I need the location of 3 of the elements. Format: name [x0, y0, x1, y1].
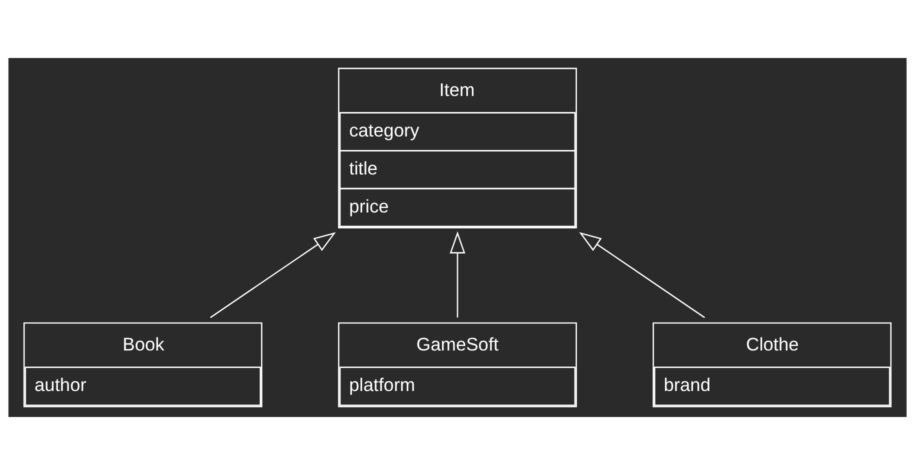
arrow: [210, 232, 336, 318]
arrow: [450, 231, 466, 318]
arrow: [579, 232, 705, 318]
